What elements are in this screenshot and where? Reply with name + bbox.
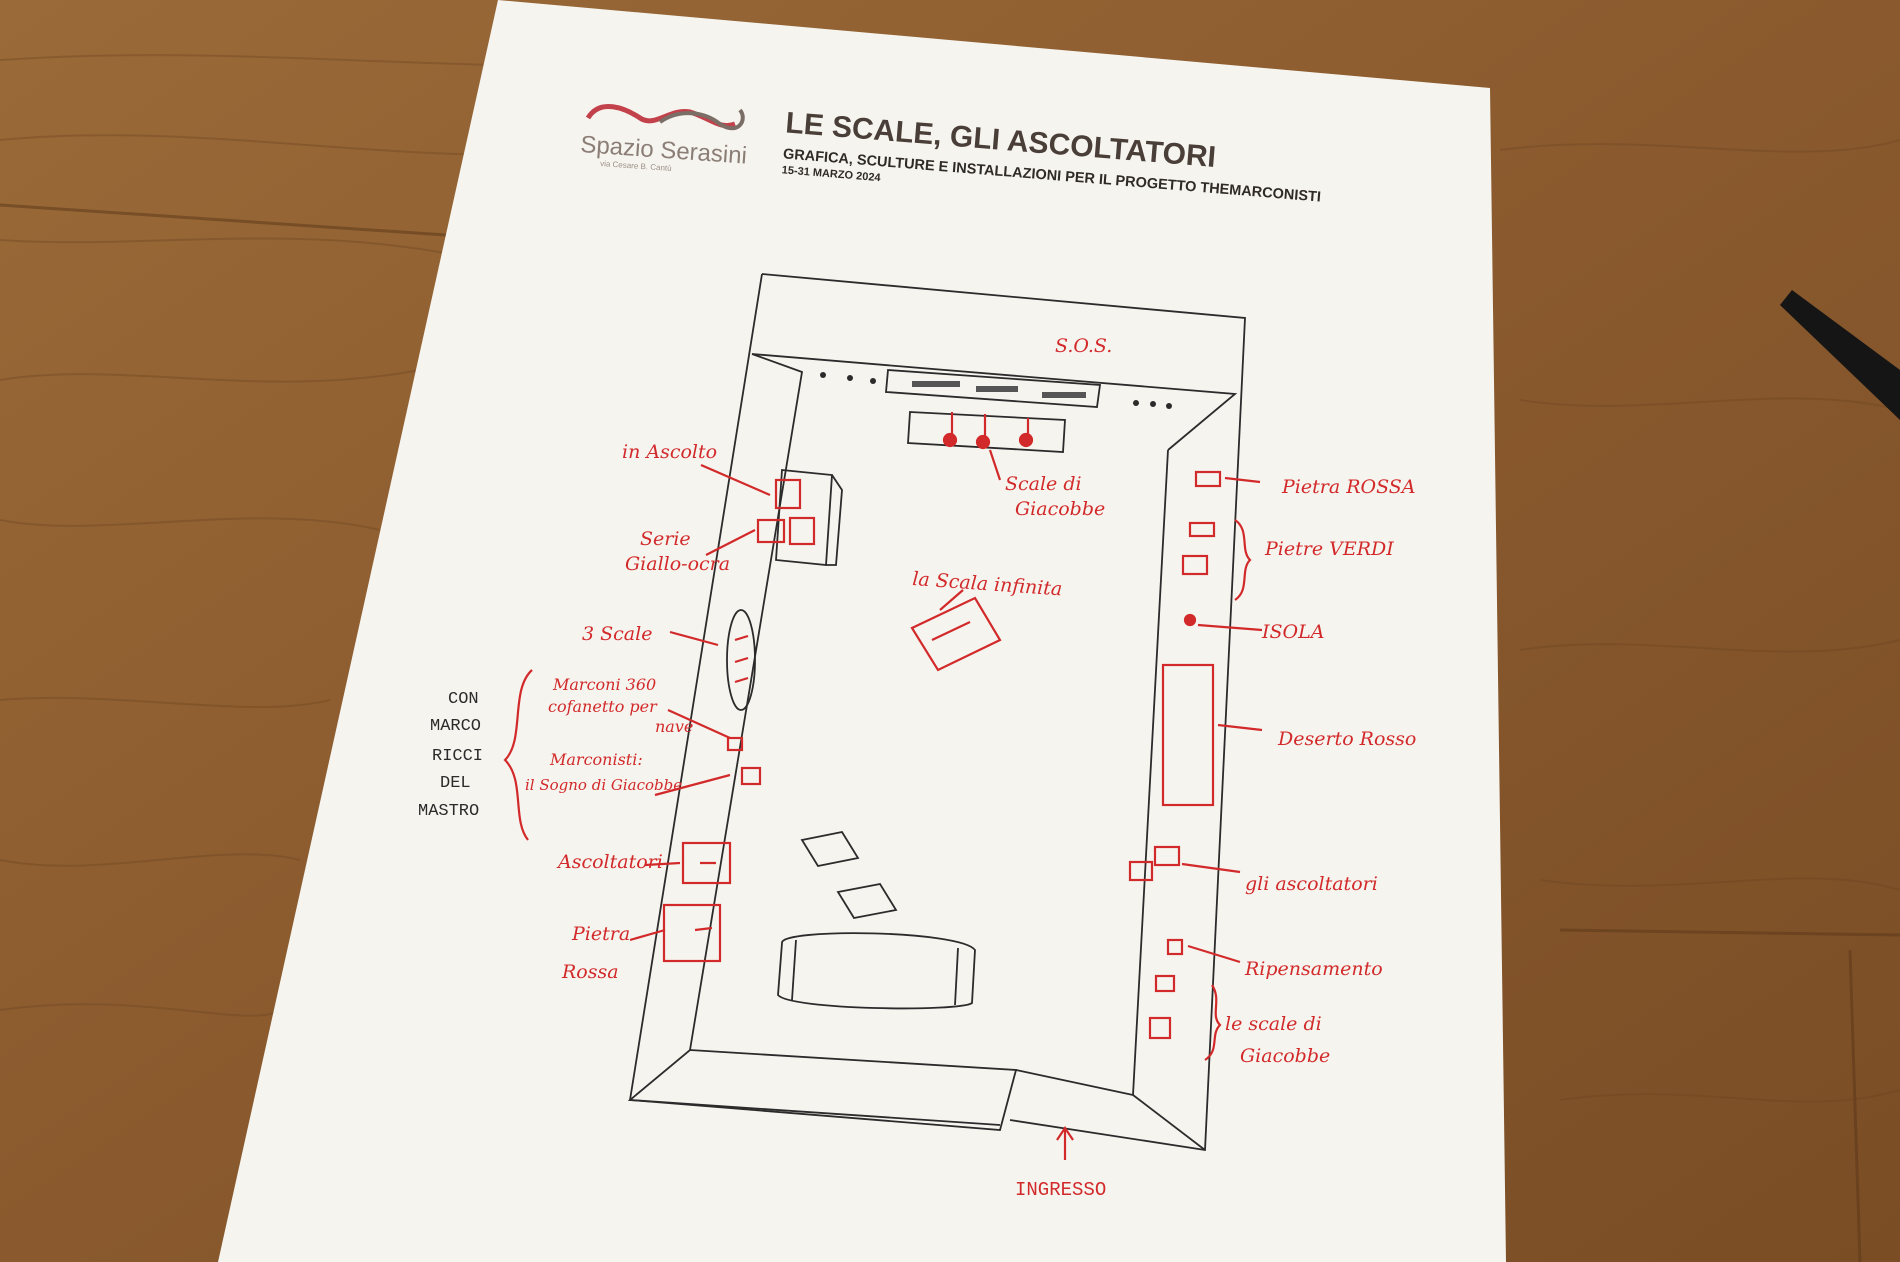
label-isola: ISOLA — [1261, 621, 1324, 643]
label-pietra-rossa-left-1: Pietra — [571, 923, 630, 945]
label-gli-ascoltatori: gli ascoltatori — [1245, 873, 1378, 895]
label-serie-1: Serie — [640, 528, 691, 550]
label-pietra-rossa-right: Pietra ROSSA — [1281, 476, 1416, 498]
label-con-marco-4: DEL — [440, 774, 471, 793]
ceiling-spots — [820, 372, 1172, 409]
label-pietre-verdi: Pietre VERDI — [1264, 538, 1394, 560]
label-sos: S.O.S. — [1055, 335, 1112, 357]
sos-panels — [912, 381, 1086, 398]
spazio-serasini-logo: Spazio Serasini via Cesare B. Cantù — [580, 103, 748, 173]
label-con-marco: CON MARCO RICCI DEL MASTRO — [418, 690, 483, 821]
pen — [1780, 290, 1900, 420]
label-ingresso: INGRESSO — [1015, 1179, 1106, 1201]
paper — [218, 0, 1506, 1262]
label-ascoltatori-left: Ascoltatori — [556, 851, 663, 873]
label-con-marco-2: MARCO — [430, 717, 481, 736]
label-pietra-rossa-left-2: Rossa — [561, 961, 619, 983]
label-marconi-360-3: nave — [655, 717, 693, 736]
label-serie-2: Giallo-ocra — [625, 553, 730, 575]
label-scale-giacobbe-top-2: Giacobbe — [1015, 498, 1105, 520]
label-deserto-rosso: Deserto Rosso — [1277, 728, 1416, 750]
label-marconi-360-1: Marconi 360 — [552, 675, 656, 694]
label-marconi-360-2: cofanetto per — [548, 697, 658, 716]
label-in-ascolto: in Ascolto — [622, 441, 717, 463]
label-con-marco-3: RICCI — [432, 747, 483, 766]
red-annotations-marks — [503, 412, 1263, 1160]
label-marconisti-2: il Sogno di Giacobbe — [525, 776, 682, 794]
label-scale-giacobbe-top-1: Scale di — [1005, 473, 1082, 495]
label-ripensamento: Ripensamento — [1244, 958, 1383, 980]
label-scale-giacobbe-right-1: le scale di — [1225, 1013, 1322, 1035]
label-con-marco-1: CON — [448, 690, 479, 709]
label-scale-giacobbe-right-2: Giacobbe — [1240, 1045, 1330, 1067]
label-marconisti-1: Marconisti: — [549, 750, 643, 769]
label-con-marco-5: MASTRO — [418, 802, 479, 821]
label-tre-scale: 3 Scale — [582, 623, 652, 645]
